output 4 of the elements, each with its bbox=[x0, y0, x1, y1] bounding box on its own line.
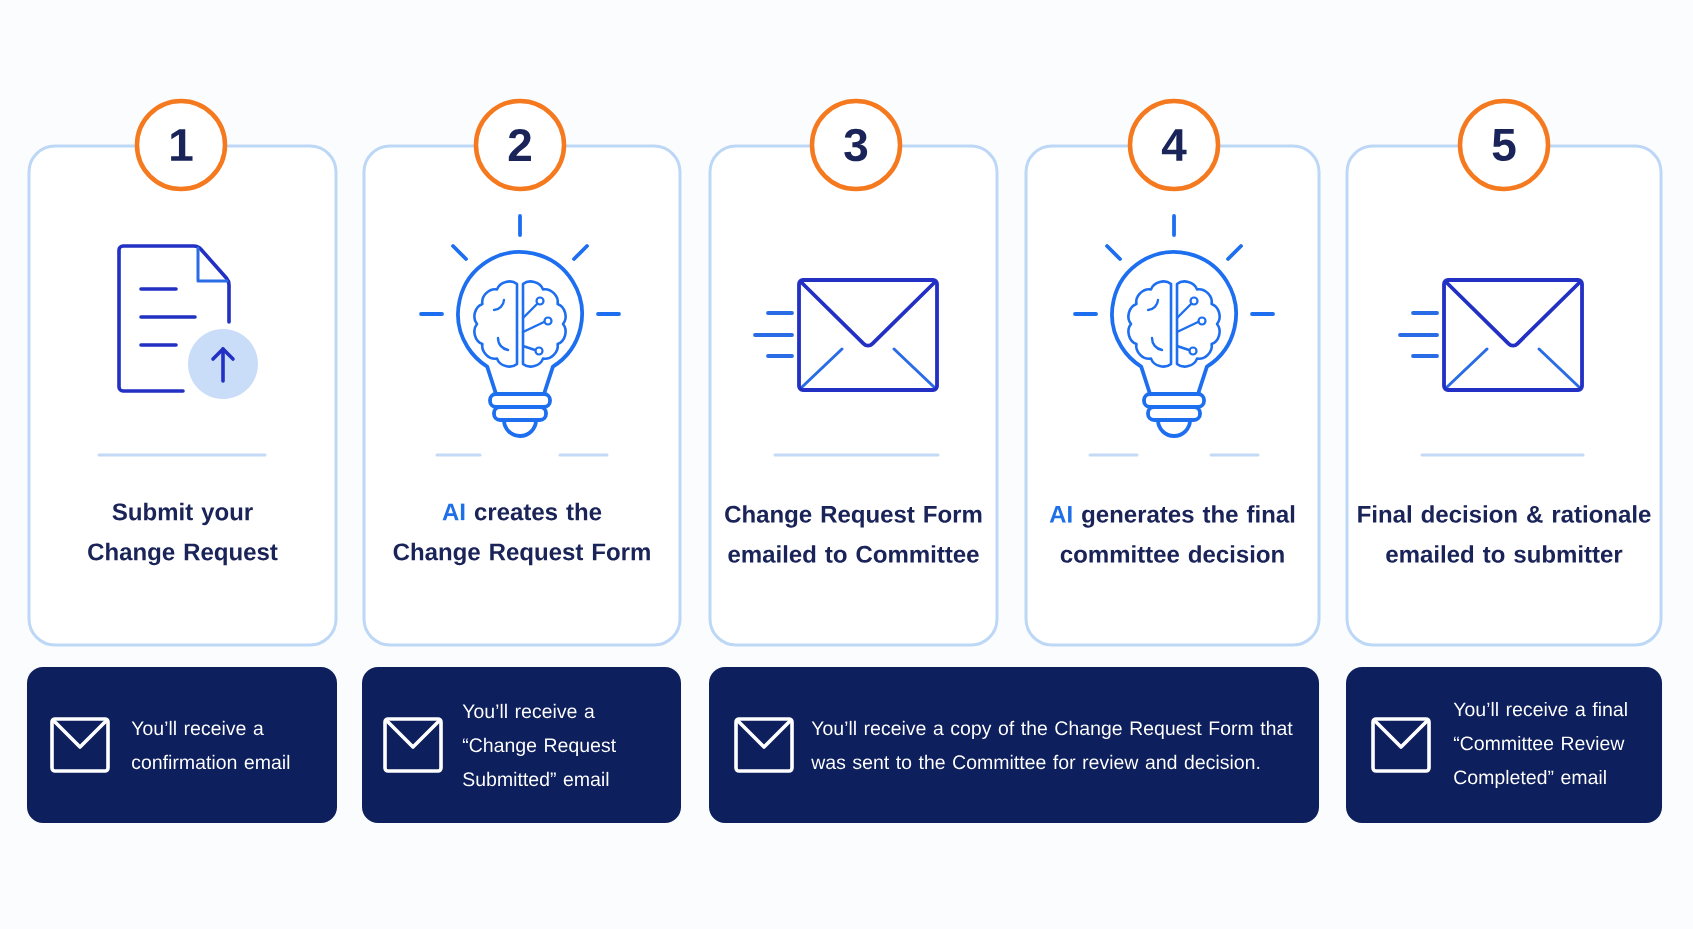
notice-box: You’ll receive a confirmation email bbox=[27, 667, 337, 823]
notice-box: You’ll receive a final “Committee Review Completed” email bbox=[1346, 667, 1662, 823]
notice-box: You’ll receive a “Change Request Submitted” email bbox=[362, 667, 681, 823]
notice-box: You’ll receive a copy of the Change Request Form that was sent to the Committee for review and decision. bbox=[709, 667, 1319, 823]
